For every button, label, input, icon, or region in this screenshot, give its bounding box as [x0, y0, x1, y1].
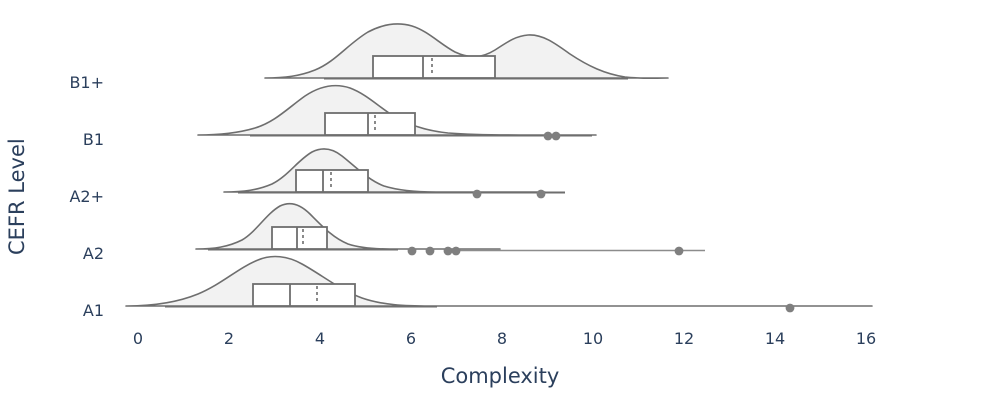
box-a1	[252, 283, 356, 307]
violin-row-a1	[125, 255, 873, 313]
outlier-point	[425, 246, 435, 256]
outliers-a1	[785, 303, 795, 313]
violin-row-b1	[197, 84, 597, 141]
x-tick-label-12: 12	[674, 329, 694, 348]
outliers-a2	[407, 246, 684, 256]
x-tick-label-14: 14	[765, 329, 785, 348]
violin-row-b1plus	[264, 23, 669, 80]
outlier-point	[407, 246, 417, 256]
violin-row-a2plus	[223, 148, 565, 199]
density-curve-a1	[125, 255, 873, 307]
x-tick-label-16: 16	[856, 329, 876, 348]
x-tick-label-0: 0	[133, 329, 143, 348]
outliers-b1	[543, 131, 561, 141]
box-a2plus	[295, 169, 369, 193]
violin-row-a2	[195, 202, 705, 256]
box-b1	[324, 112, 416, 136]
y-tick-label-b1: B1	[83, 130, 104, 149]
outlier-point	[674, 246, 684, 256]
outlier-point	[472, 189, 482, 199]
y-tick-label-a2: A2	[83, 244, 104, 263]
outlier-point	[551, 131, 561, 141]
x-axis-tick-labels: 0 2 4 6 8 10 12 14 16	[133, 329, 876, 348]
outlier-point	[443, 246, 453, 256]
y-axis-title: CEFR Level	[5, 138, 29, 255]
y-tick-label-a1: A1	[83, 301, 104, 320]
y-tick-label-a2plus: A2+	[69, 187, 104, 206]
box-a2	[271, 226, 328, 250]
outlier-point	[536, 189, 546, 199]
outlier-point	[785, 303, 795, 313]
density-curve-a2	[195, 202, 501, 250]
x-axis-title-group: Complexity	[441, 364, 560, 388]
x-axis-title: Complexity	[441, 364, 560, 388]
outlier-point	[451, 246, 461, 256]
x-tick-label-4: 4	[315, 329, 325, 348]
x-tick-label-10: 10	[583, 329, 603, 348]
density-curve-a2plus	[223, 148, 546, 193]
y-axis-title-group: CEFR Level	[5, 138, 29, 255]
y-tick-label-b1plus: B1+	[69, 73, 104, 92]
y-axis-tick-labels: B1+ B1 A2+ A2 A1	[69, 73, 104, 320]
x-tick-label-8: 8	[497, 329, 507, 348]
outlier-point	[543, 131, 553, 141]
x-tick-label-2: 2	[224, 329, 234, 348]
outliers-a2plus	[472, 189, 546, 199]
box-b1plus	[372, 55, 496, 79]
x-tick-label-6: 6	[406, 329, 416, 348]
